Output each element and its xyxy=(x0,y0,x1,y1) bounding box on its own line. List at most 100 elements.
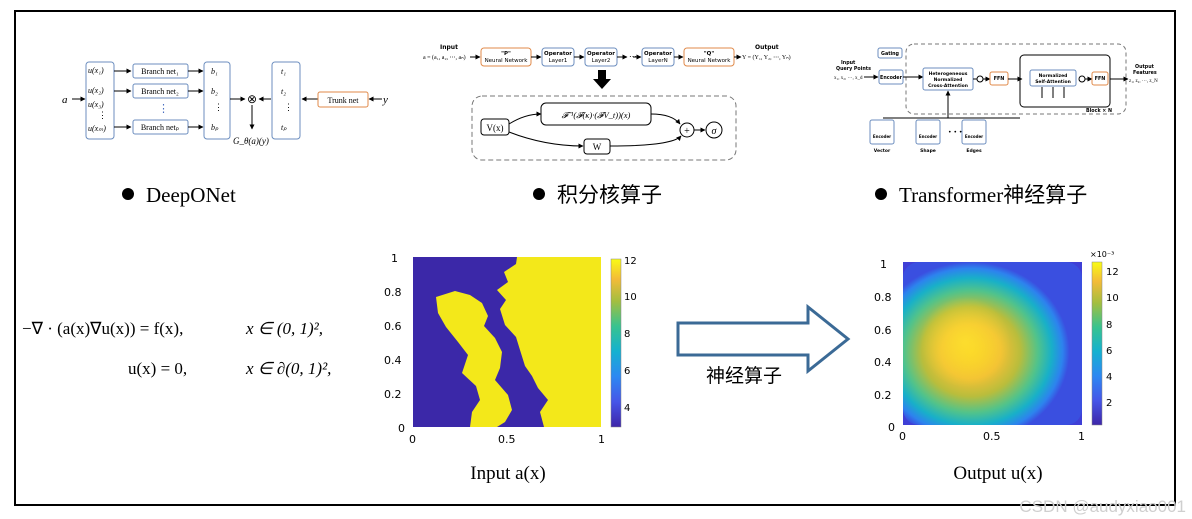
sensor-3: u(x₃) xyxy=(88,100,104,109)
section-titles: DeepONet 积分核算子 Transformer神经算子 xyxy=(122,183,1087,207)
title-transformer: Transformer神经算子 xyxy=(899,183,1087,207)
t-p: tₚ xyxy=(281,123,287,132)
svg-text:σ: σ xyxy=(712,126,718,137)
svg-text:Encoder: Encoder xyxy=(919,134,937,139)
encoder-ellipsis: • • • xyxy=(948,129,962,136)
trunk-net-label: Trunk net xyxy=(327,96,359,105)
w-label: W xyxy=(593,142,602,152)
input-caption: Input a(x) xyxy=(470,463,545,484)
output-ytick-08: 0.8 xyxy=(874,291,892,304)
operator-layer-detail xyxy=(471,95,737,161)
svg-text:Vector: Vector xyxy=(874,148,891,154)
self-attn-box xyxy=(1029,69,1077,87)
svg-text:Neural Network: Neural Network xyxy=(485,58,529,64)
vx-box xyxy=(480,118,510,136)
block-label: Block × N xyxy=(1086,108,1112,114)
input-cbar-4: 4 xyxy=(624,403,630,414)
svg-text:Encoder: Encoder xyxy=(880,75,903,81)
branch-net-2-label: Branch net₂ xyxy=(141,87,179,96)
title-deeponet: DeepONet xyxy=(146,183,236,207)
deeponet-output: G_θ(a)(y) xyxy=(233,136,269,146)
sigma-node xyxy=(705,121,723,139)
equation-1: −∇ · (a(x)∇u(x)) = f(x), xyxy=(22,319,183,338)
pde-equations: −∇ · (a(x)∇u(x)) = f(x), x ∈ (0, 1)², u(… xyxy=(22,319,331,378)
svg-text:Normalized: Normalized xyxy=(934,77,963,83)
output-xtick-0: 0 xyxy=(899,430,906,443)
figure-frame xyxy=(14,10,1176,506)
fno-output-label: Output xyxy=(755,44,779,51)
encoder-vector xyxy=(869,119,895,145)
input-plot: 1 0.8 0.6 0.4 0.2 0 0 0.5 1 12 10 8 6 4 … xyxy=(384,252,637,484)
input-xtick-05: 0.5 xyxy=(498,433,516,446)
equation-2: u(x) = 0, xyxy=(128,359,187,378)
output-cbar-12: 12 xyxy=(1106,267,1119,278)
svg-text:FFN: FFN xyxy=(994,76,1005,82)
deeponet-diagram: a u(x₁) u(x₂) u(x₃) ⋮ u(xₘ) Branch net₁ … xyxy=(62,61,388,146)
encoder-edges xyxy=(961,119,987,145)
transformer-diagram: Input Query Points x₁, x₂, ⋯, x_d Gating… xyxy=(834,43,1158,154)
output-ytick-06: 0.6 xyxy=(874,324,892,337)
ffn-box-2 xyxy=(1091,71,1109,86)
kernel-expr: 𝓕⁻¹(𝓕(κ)·(𝓕V_t))(x) xyxy=(562,110,631,120)
output-cbar-exp: ×10⁻³ xyxy=(1090,250,1114,259)
svg-text:"P": "P" xyxy=(501,51,511,57)
branch-dots: ⋮ xyxy=(158,103,169,115)
input-cbar-8: 8 xyxy=(624,329,630,340)
input-ytick-08: 0.8 xyxy=(384,286,402,299)
arrow-label: 神经算子 xyxy=(706,365,782,387)
output-ytick-02: 0.2 xyxy=(874,389,892,402)
neural-operator-arrow: 神经算子 xyxy=(676,303,851,387)
fno-input-expr: a = (a₁, a₂, ⋯, aₙ) xyxy=(423,54,466,61)
svg-text:Features: Features xyxy=(1133,70,1157,76)
svg-text:Output: Output xyxy=(1135,64,1155,70)
svg-text:Neural Network: Neural Network xyxy=(688,58,732,64)
output-ytick-1: 1 xyxy=(880,258,887,271)
encoder-shape xyxy=(915,119,941,145)
output-ytick-04: 0.4 xyxy=(874,356,892,369)
svg-text:Normalized: Normalized xyxy=(1039,73,1068,79)
t-dots: ⋮ xyxy=(284,102,293,112)
branch-net-1-label: Branch net₁ xyxy=(141,67,179,76)
branch-net-p-label: Branch netₚ xyxy=(141,123,179,132)
input-ytick-02: 0.2 xyxy=(384,388,402,401)
input-ytick-0: 0 xyxy=(398,422,405,435)
gating-box xyxy=(877,47,903,59)
b-1: b₁ xyxy=(211,67,218,76)
b-2: b₂ xyxy=(211,87,218,96)
svg-text:Encoder: Encoder xyxy=(873,134,891,139)
outer-block xyxy=(905,43,1127,115)
input-cbar-6: 6 xyxy=(624,366,630,377)
fno-output-expr: Y = (Y₁, Y₂, ⋯, Yₙ) xyxy=(742,54,791,61)
domain-1: x ∈ (0, 1)², xyxy=(245,319,323,338)
svg-text:Heterogeneous: Heterogeneous xyxy=(929,71,968,77)
trunk-net xyxy=(317,91,369,108)
transformer-output-expr: z₁, z₂, ⋯, z_N xyxy=(1129,79,1158,84)
output-caption: Output u(x) xyxy=(953,463,1042,484)
svg-text:Operator: Operator xyxy=(544,51,572,57)
sensor-1: u(x₁) xyxy=(88,66,104,75)
sensor-box xyxy=(85,61,115,140)
fno-input-label: Input xyxy=(440,44,458,51)
svg-text:Shape: Shape xyxy=(920,148,936,154)
input-cbar-12: 12 xyxy=(624,256,637,267)
output-plot: 1 0.8 0.6 0.4 0.2 0 0 0.5 1 ×10⁻³ 12 10 … xyxy=(874,250,1119,484)
svg-text:Cross-Attention: Cross-Attention xyxy=(928,83,968,89)
input-ytick-1: 1 xyxy=(391,252,398,265)
input-colorbar xyxy=(610,258,622,428)
output-cbar-10: 10 xyxy=(1106,293,1119,304)
input-ytick-04: 0.4 xyxy=(384,354,402,367)
sensor-dots: ⋮ xyxy=(98,110,107,120)
output-cbar-8: 8 xyxy=(1106,320,1112,331)
title-integral: 积分核算子 xyxy=(557,183,662,207)
svg-text:Operator: Operator xyxy=(644,51,672,57)
output-ytick-0: 0 xyxy=(888,421,895,434)
sensor-m: u(xₘ) xyxy=(88,124,106,133)
svg-text:Edges: Edges xyxy=(966,148,982,154)
expand-arrow xyxy=(593,70,611,89)
b-box xyxy=(203,61,231,140)
b-p: bₚ xyxy=(211,123,219,132)
inner-block xyxy=(1019,54,1111,108)
domain-2: x ∈ ∂(0, 1)², xyxy=(245,359,331,378)
otimes-symbol: ⊗ xyxy=(247,92,257,106)
